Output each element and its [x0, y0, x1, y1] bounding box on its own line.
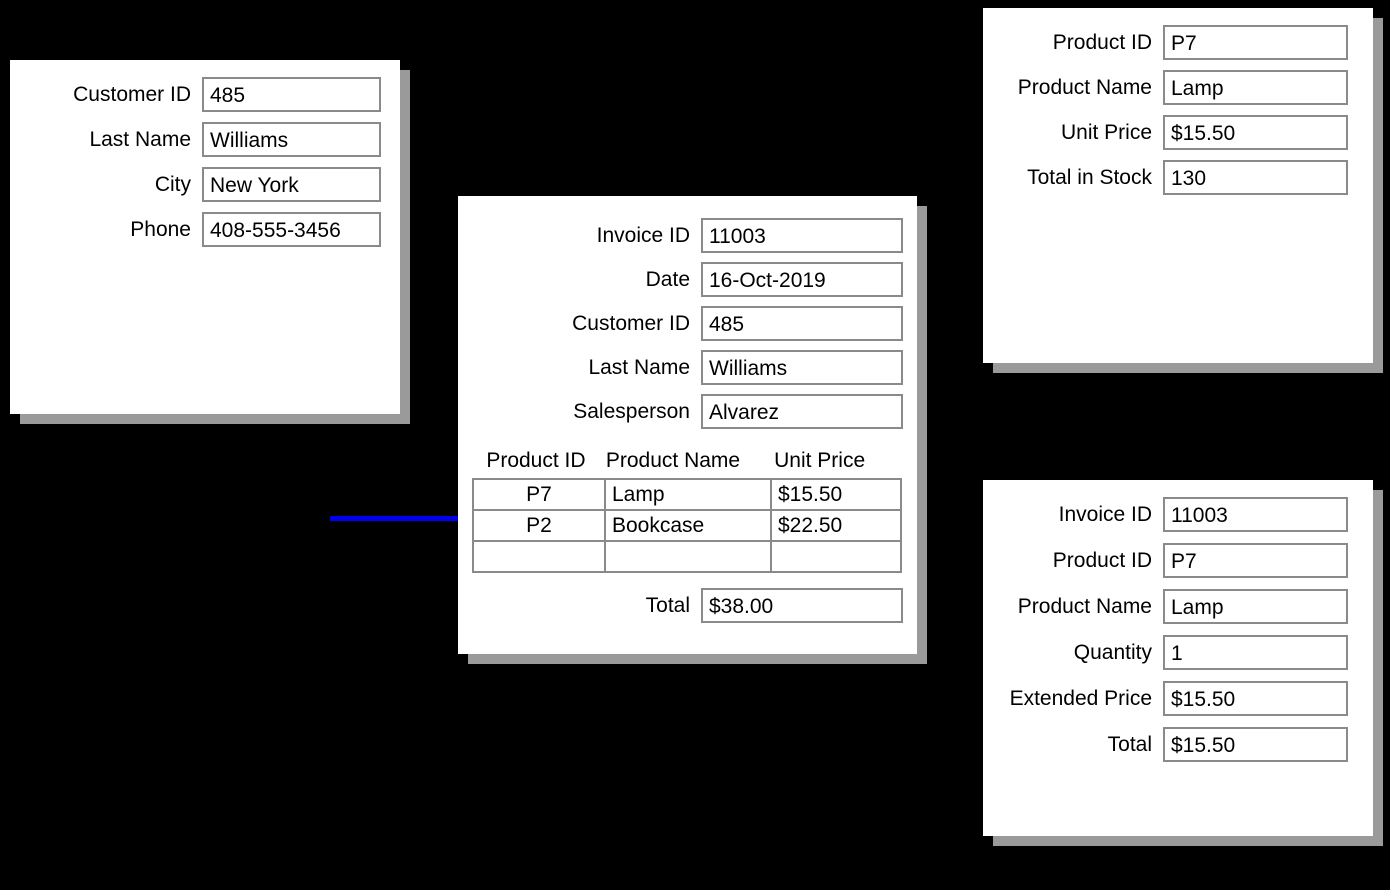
field-row-customer-id: Customer ID 485 — [10, 77, 400, 112]
field-row-last-name: Last Name Williams — [10, 122, 400, 157]
field-row-salesperson: Salesperson Alvarez — [458, 394, 917, 429]
field-value-invoice-customer-id[interactable]: 485 — [701, 306, 903, 341]
cell-product-id[interactable] — [472, 540, 606, 573]
field-value-quantity[interactable]: 1 — [1163, 635, 1348, 670]
field-row-product-id: Product ID P7 — [983, 25, 1373, 60]
cell-product-id[interactable]: P2 — [472, 509, 606, 542]
field-label-phone: Phone — [130, 218, 191, 241]
table-row[interactable]: P2 Bookcase $22.50 — [472, 509, 902, 542]
field-value-line-invoice-id[interactable]: 11003 — [1163, 497, 1348, 532]
field-row-city: City New York — [10, 167, 400, 202]
field-row-date: Date 16-Oct-2019 — [458, 262, 917, 297]
field-value-customer-id[interactable]: 485 — [202, 77, 381, 112]
field-label-product-name: Product Name — [1017, 76, 1152, 99]
invoice-lines-table: P7 Lamp $15.50 P2 Bookcase $22.50 — [472, 478, 902, 573]
field-value-last-name[interactable]: Williams — [202, 122, 381, 157]
invoice-lines-block: Product ID Product Name Unit Price P7 La… — [472, 450, 902, 573]
field-label-invoice-customer-id: Customer ID — [572, 312, 690, 335]
field-value-salesperson[interactable]: Alvarez — [701, 394, 903, 429]
product-card: Product ID P7 Product Name Lamp Unit Pri… — [983, 8, 1373, 363]
field-value-phone[interactable]: 408-555-3456 — [202, 212, 381, 247]
field-value-invoice-id[interactable]: 11003 — [701, 218, 903, 253]
field-label-quantity: Quantity — [1073, 641, 1152, 664]
field-label-date: Date — [645, 268, 690, 291]
field-value-invoice-last-name[interactable]: Williams — [701, 350, 903, 385]
field-label-city: City — [154, 173, 191, 196]
invoice-card: Invoice ID 11003 Date 16-Oct-2019 Custom… — [458, 196, 917, 654]
column-header-product-name: Product Name — [605, 449, 741, 472]
field-value-unit-price[interactable]: $15.50 — [1163, 115, 1348, 150]
cell-unit-price[interactable]: $22.50 — [770, 509, 902, 542]
field-row-line-product-name: Product Name Lamp — [983, 589, 1373, 624]
field-row-unit-price: Unit Price $15.50 — [983, 115, 1373, 150]
field-label-line-product-id: Product ID — [1052, 549, 1152, 572]
field-value-line-product-id[interactable]: P7 — [1163, 543, 1348, 578]
field-label-total-in-stock: Total in Stock — [1027, 166, 1152, 189]
field-value-line-total[interactable]: $15.50 — [1163, 727, 1348, 762]
cell-unit-price[interactable]: $15.50 — [770, 478, 902, 511]
field-label-customer-id: Customer ID — [73, 83, 191, 106]
field-row-invoice-id: Invoice ID 11003 — [458, 218, 917, 253]
product-form: Product ID P7 Product Name Lamp Unit Pri… — [983, 8, 1373, 205]
cell-unit-price[interactable] — [770, 540, 902, 573]
cell-product-name[interactable]: Bookcase — [604, 509, 772, 542]
field-value-date[interactable]: 16-Oct-2019 — [701, 262, 903, 297]
field-row-invoice-total: Total $38.00 — [458, 588, 917, 623]
field-value-city[interactable]: New York — [202, 167, 381, 202]
customer-card: Customer ID 485 Last Name Williams City … — [10, 60, 400, 414]
cell-product-name[interactable] — [604, 540, 772, 573]
invoice-form: Invoice ID 11003 Date 16-Oct-2019 Custom… — [458, 196, 917, 438]
field-value-invoice-total[interactable]: $38.00 — [701, 588, 903, 623]
field-row-extended-price: Extended Price $15.50 — [983, 681, 1373, 716]
table-row[interactable] — [472, 540, 902, 573]
field-row-invoice-customer-id: Customer ID 485 — [458, 306, 917, 341]
field-label-line-product-name: Product Name — [1017, 595, 1152, 618]
field-value-extended-price[interactable]: $15.50 — [1163, 681, 1348, 716]
field-row-line-product-id: Product ID P7 — [983, 543, 1373, 578]
field-label-line-total: Total — [1107, 733, 1152, 756]
field-label-invoice-id: Invoice ID — [596, 224, 690, 247]
field-label-unit-price: Unit Price — [1060, 121, 1152, 144]
invoice-line-form: Invoice ID 11003 Product ID P7 Product N… — [983, 480, 1373, 773]
field-row-product-name: Product Name Lamp — [983, 70, 1373, 105]
invoice-lines-header-row: Product ID Product Name Unit Price — [472, 450, 902, 471]
field-row-quantity: Quantity 1 — [983, 635, 1373, 670]
cell-product-id[interactable]: P7 — [472, 478, 606, 511]
field-value-total-in-stock[interactable]: 130 — [1163, 160, 1348, 195]
column-header-unit-price: Unit Price — [774, 449, 866, 472]
field-row-line-invoice-id: Invoice ID 11003 — [983, 497, 1373, 532]
field-label-salesperson: Salesperson — [573, 400, 690, 423]
cell-product-name[interactable]: Lamp — [604, 478, 772, 511]
table-row[interactable]: P7 Lamp $15.50 — [472, 478, 902, 511]
field-value-product-name[interactable]: Lamp — [1163, 70, 1348, 105]
connector-highlight-product-id — [330, 516, 511, 521]
field-label-last-name: Last Name — [89, 128, 191, 151]
customer-form: Customer ID 485 Last Name Williams City … — [10, 60, 400, 257]
column-header-product-id: Product ID — [486, 449, 586, 472]
field-row-invoice-last-name: Last Name Williams — [458, 350, 917, 385]
field-value-product-id[interactable]: P7 — [1163, 25, 1348, 60]
field-row-phone: Phone 408-555-3456 — [10, 212, 400, 247]
field-label-line-invoice-id: Invoice ID — [1058, 503, 1152, 526]
field-label-invoice-total: Total — [645, 594, 690, 617]
field-value-line-product-name[interactable]: Lamp — [1163, 589, 1348, 624]
field-label-invoice-last-name: Last Name — [588, 356, 690, 379]
field-label-extended-price: Extended Price — [1009, 687, 1152, 710]
field-row-line-total: Total $15.50 — [983, 727, 1373, 762]
field-label-product-id: Product ID — [1052, 31, 1152, 54]
field-row-total-in-stock: Total in Stock 130 — [983, 160, 1373, 195]
invoice-line-card: Invoice ID 11003 Product ID P7 Product N… — [983, 480, 1373, 836]
